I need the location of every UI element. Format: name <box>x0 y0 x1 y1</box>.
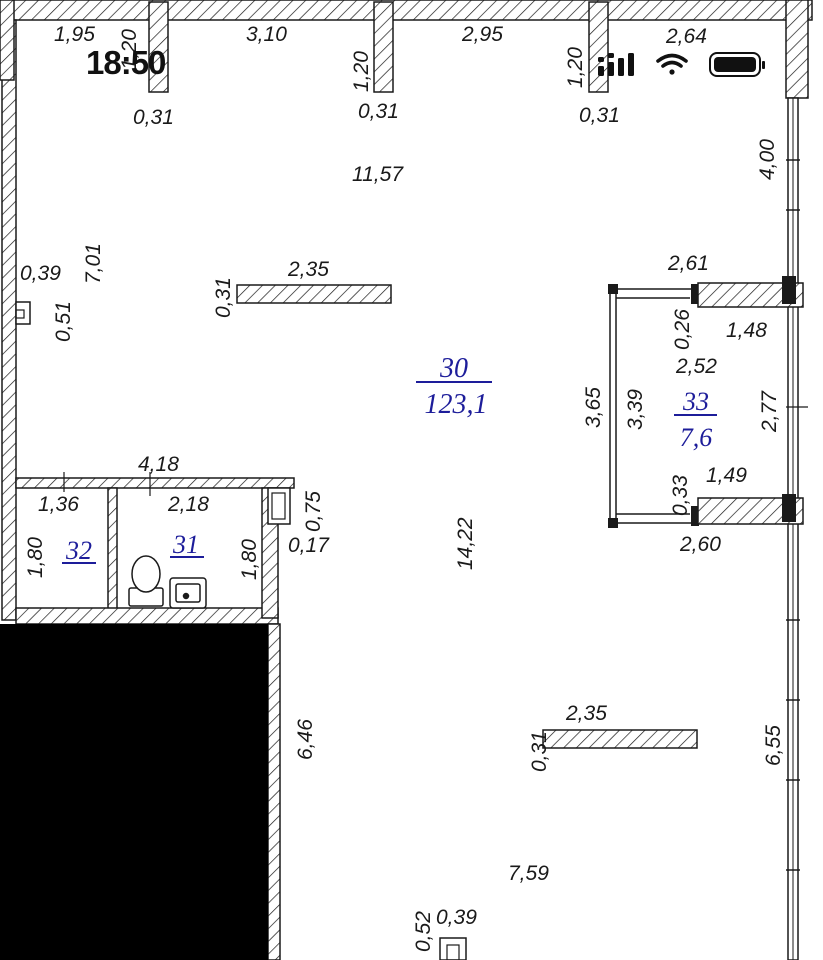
toilet-icon <box>128 555 164 607</box>
dim-alcove-gap-bottom: 0,33 <box>669 475 692 516</box>
dim-partition2-w: 0,31 <box>528 731 551 772</box>
dim-wc31-h: 1,80 <box>238 539 261 580</box>
top-wall <box>0 0 813 21</box>
dim-left-lower: 6,46 <box>294 719 317 760</box>
room-33-area: 7,6 <box>680 423 713 452</box>
dim-left-col-h: 0,51 <box>52 301 75 342</box>
dim-col-h-2: 1,20 <box>350 51 373 92</box>
room-30-number: 30 <box>439 353 468 384</box>
dim-wc32-h: 1,80 <box>24 537 47 578</box>
left-wall-stub <box>0 0 15 81</box>
dim-right-lower: 6,55 <box>762 725 785 766</box>
battery-icon <box>709 52 765 77</box>
status-time: 18:50 <box>86 44 166 81</box>
dim-upper-width: 11,57 <box>352 163 404 186</box>
dim-alcove-inner-h: 3,39 <box>624 389 647 430</box>
dim-wc-col-h: 0,75 <box>302 491 325 532</box>
left-wall-upper <box>1 19 17 621</box>
left-small-column <box>15 301 31 325</box>
dim-wc31-w: 2,18 <box>167 493 209 516</box>
dim-top-3: 2,95 <box>461 23 503 46</box>
dim-col-w-3: 0,31 <box>579 104 620 127</box>
status-icons <box>598 52 765 77</box>
dim-left-col-w: 0,39 <box>20 262 61 285</box>
dim-wc-col-w: 0,17 <box>288 534 330 557</box>
dim-col-w-2: 0,31 <box>358 100 399 123</box>
dim-right-upper: 4,00 <box>756 139 779 180</box>
room-32-number: 32 <box>65 536 92 565</box>
dim-col-w-1: 0,31 <box>133 106 174 129</box>
dim-alcove-wall-bottom: 1,49 <box>706 464 747 487</box>
alcove-room-33 <box>608 276 808 528</box>
partition-2 <box>542 729 698 749</box>
dim-col-h-3: 1,20 <box>564 47 587 88</box>
bottom-small-column <box>439 937 467 960</box>
room-30-area: 123,1 <box>425 389 488 420</box>
dim-alcove-top: 2,61 <box>667 252 709 275</box>
dim-top-1: 1,95 <box>54 23 95 46</box>
cellular-signal-icon <box>598 53 634 76</box>
dim-alcove-inner-w: 2,52 <box>675 355 717 378</box>
partition-1 <box>236 284 392 304</box>
dim-alcove-wall-top: 1,48 <box>726 319 767 342</box>
dim-wc-total: 4,18 <box>138 453 179 476</box>
column-1 <box>148 1 169 93</box>
dim-bottom-col-h: 0,52 <box>412 911 435 952</box>
dim-bottom-width: 7,59 <box>508 862 549 885</box>
dim-hall-depth: 14,22 <box>454 517 477 570</box>
dim-partition2-len: 2,35 <box>565 702 607 725</box>
dim-alcove-gap-top: 0,26 <box>671 309 694 350</box>
column-2 <box>373 1 394 93</box>
wc-block <box>15 472 295 625</box>
dim-col-h-1: 1,20 <box>118 29 141 70</box>
dim-alcove-bottom: 2,60 <box>679 533 721 556</box>
dim-partition1-len: 2,35 <box>287 258 329 281</box>
redacted-area <box>0 624 268 960</box>
sink-icon <box>169 577 207 609</box>
lower-left-wall <box>267 623 281 960</box>
dim-bottom-col-w: 0,39 <box>436 906 477 929</box>
room-31-number: 31 <box>172 530 199 559</box>
dim-alcove-right: 2,77 <box>758 390 781 433</box>
dim-top-4: 2,64 <box>665 25 707 48</box>
dim-alcove-outer-h: 3,65 <box>582 387 605 428</box>
dim-left-upper: 7,01 <box>82 243 105 284</box>
dim-partition1-w: 0,31 <box>212 277 235 318</box>
wifi-icon <box>656 53 688 75</box>
dim-wc32-w: 1,36 <box>38 493 79 516</box>
top-right-wall <box>785 0 809 99</box>
dim-top-2: 3,10 <box>246 23 287 46</box>
room-33-number: 33 <box>682 387 709 416</box>
